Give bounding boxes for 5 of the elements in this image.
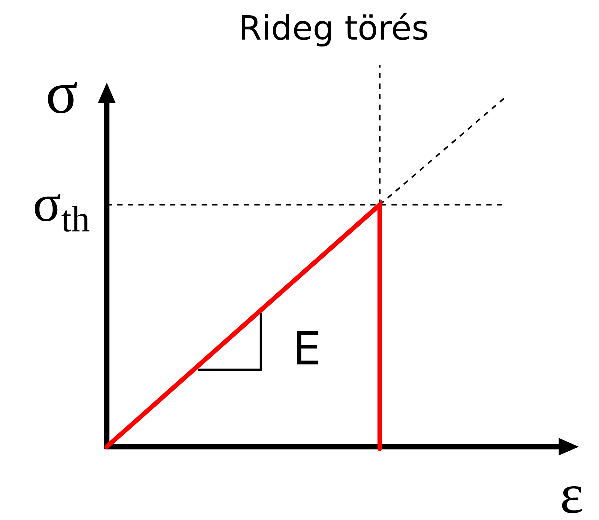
axis-label: ε bbox=[562, 486, 582, 514]
axis-label: σ bbox=[48, 82, 78, 114]
slope-label: E bbox=[297, 331, 319, 365]
annotation-text: Rideg törés bbox=[242, 13, 428, 47]
axis-label: σ$_{th}$ bbox=[35, 194, 90, 232]
